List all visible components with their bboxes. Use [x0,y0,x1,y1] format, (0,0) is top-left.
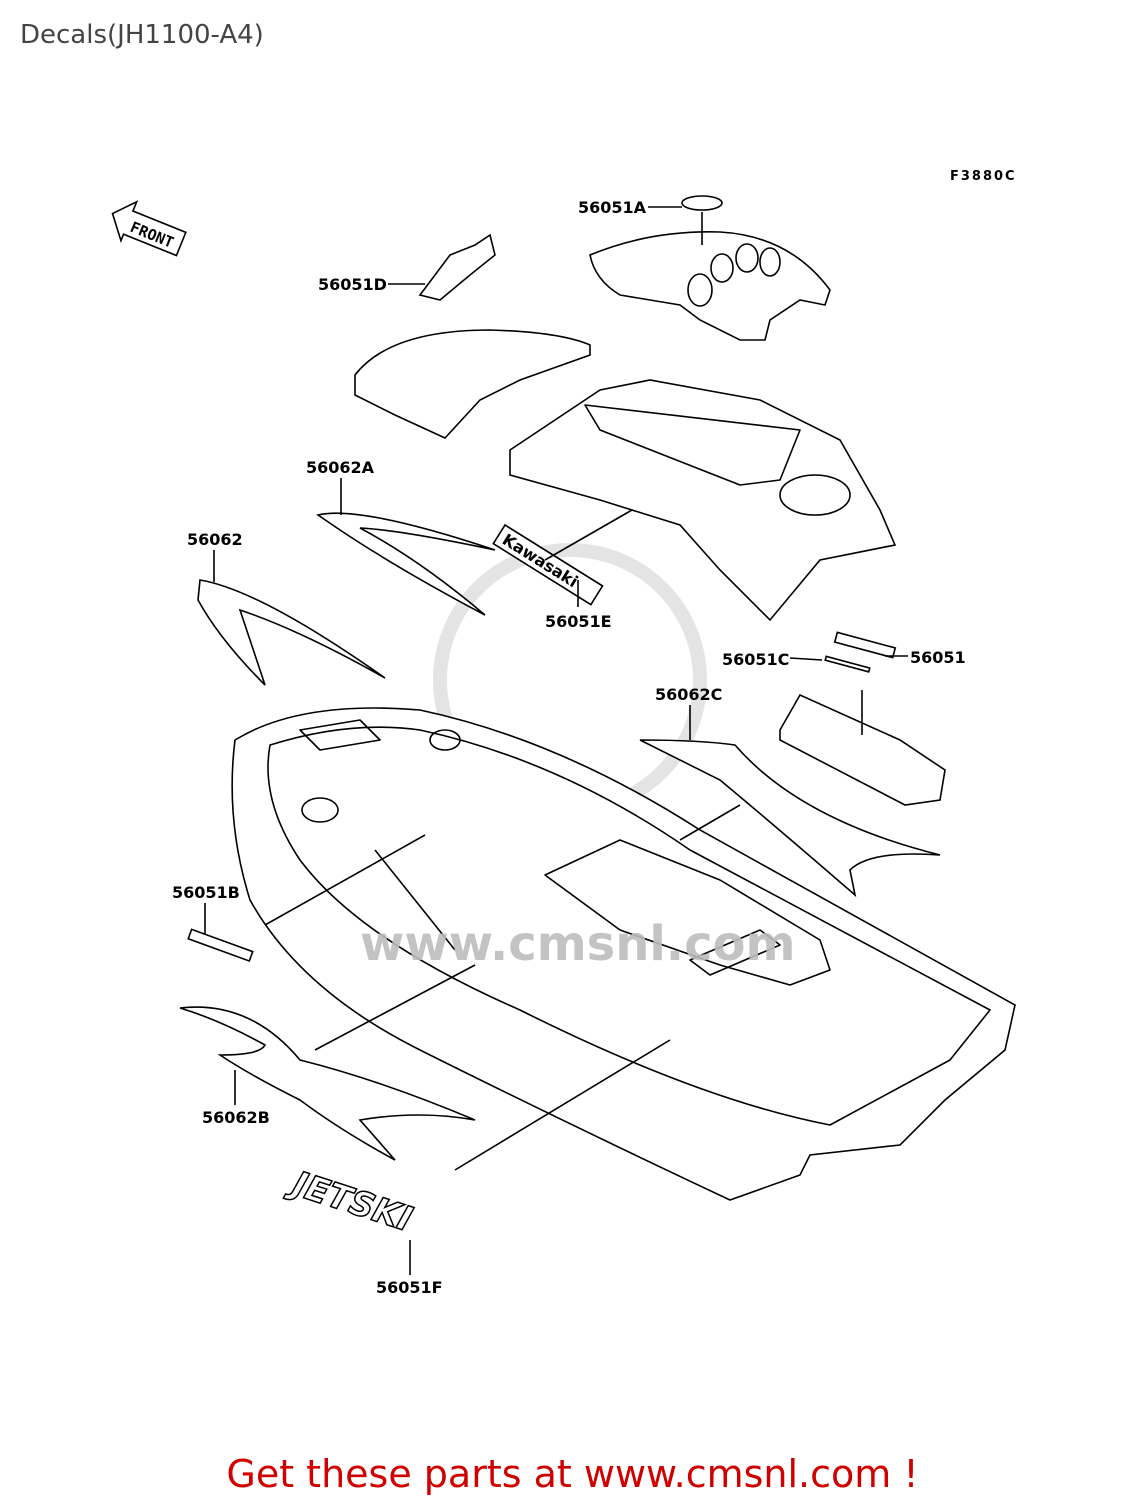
callout-56051A: 56051A [578,198,647,217]
decal-56051F: JETSKI [281,1161,417,1240]
footer-link[interactable]: Get these parts at www.cmsnl.com ! [226,1452,919,1496]
decal-56062 [197,579,386,686]
decal-56062B [179,1006,476,1161]
callout-56062B: 56062B [202,1108,270,1127]
decal-56051D [418,233,496,301]
page-title: Decals(JH1100-A4) [20,20,264,50]
callout-56062A: 56062A [306,458,375,477]
decal-56051C [824,655,871,673]
callout-56051C: 56051C [722,650,789,669]
upper-deck [509,379,897,622]
handlebar-cover [589,195,831,341]
svg-text:JETSKI: JETSKI [282,1162,417,1240]
storage-box [779,693,946,806]
decal-56062C [639,739,941,898]
front-arrow-icon: FRONT [111,200,187,257]
callout-56051D: 56051D [318,275,387,294]
decal-56051B [187,928,254,963]
watermark-text: www.cmsnl.com [360,916,796,972]
callout-56062: 56062 [187,530,243,549]
callout-56062C: 56062C [655,685,722,704]
callout-56051F: 56051F [376,1278,443,1297]
callout-56051B: 56051B [172,883,240,902]
callout-56051: 56051 [910,648,966,667]
callout-56051E: 56051E [545,612,612,631]
hull [231,707,1016,1201]
figure-code: F3880C [950,169,1017,184]
front-cover [354,329,591,439]
decal-56051 [833,631,897,659]
leader-lines [204,206,908,1275]
decal-56062A [316,512,496,616]
